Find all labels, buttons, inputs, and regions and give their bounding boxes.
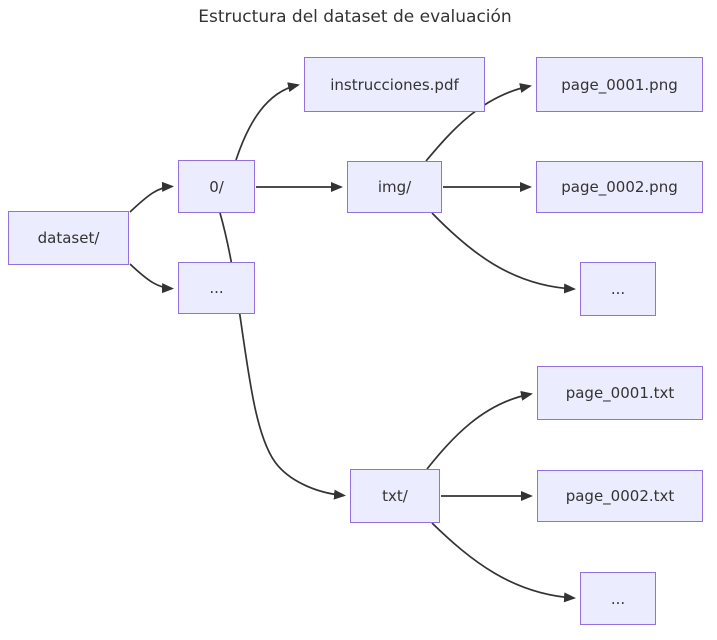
node-label-dots-txt: ... xyxy=(610,589,626,608)
edge-img-to-png1 xyxy=(425,83,532,162)
edge-img-to-dots-img xyxy=(431,212,576,294)
node-label-png1: page_0001.png xyxy=(561,75,678,94)
node-label-instrucciones: instrucciones.pdf xyxy=(330,75,459,94)
edge-zero-to-instrucciones xyxy=(235,82,300,161)
node-dots-root: ... xyxy=(178,262,255,314)
diagram-title: Estructura del dataset de evaluación xyxy=(198,7,512,27)
node-label-img: img/ xyxy=(377,178,412,196)
edge-zero-to-txt xyxy=(219,212,346,500)
node-label-txt2: page_0002.txt xyxy=(565,487,675,505)
node-label-zero: 0/ xyxy=(209,177,224,196)
node-png1: page_0001.png xyxy=(536,57,703,112)
node-dataset: dataset/ xyxy=(8,211,129,265)
node-label-dots-img: ... xyxy=(610,280,626,298)
node-dots-img: ... xyxy=(580,262,656,316)
node-txt: txt/ xyxy=(350,469,440,523)
node-txt1: page_0001.txt xyxy=(537,366,703,420)
node-label-txt1: page_0001.txt xyxy=(565,384,675,402)
node-instrucciones: instrucciones.pdf xyxy=(304,57,485,112)
node-label-txt: txt/ xyxy=(382,487,408,505)
node-label-png2: page_0002.png xyxy=(561,178,678,196)
node-label-dots-root: ... xyxy=(209,279,224,297)
node-png2: page_0002.png xyxy=(536,161,703,213)
edge-dataset-to-dots-root xyxy=(129,263,174,294)
node-zero: 0/ xyxy=(178,160,255,213)
edge-txt-to-txt1 xyxy=(426,390,533,470)
edge-dataset-to-zero xyxy=(129,181,174,213)
node-img: img/ xyxy=(347,161,442,213)
node-dots-txt: ... xyxy=(580,572,656,625)
node-label-dataset: dataset/ xyxy=(37,229,100,247)
edge-txt-to-dots-txt xyxy=(431,522,576,603)
node-txt2: page_0002.txt xyxy=(537,470,703,522)
